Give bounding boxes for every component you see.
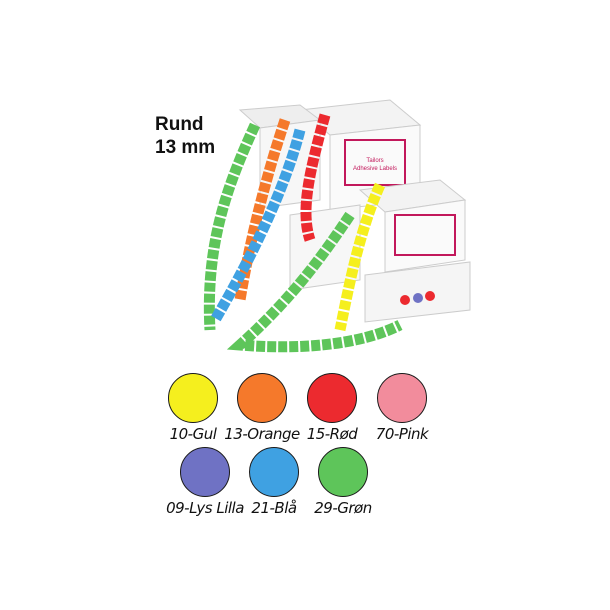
- swatch-label: 29-Grøn: [314, 499, 372, 517]
- box-label: Adhesive Labels: [353, 166, 397, 172]
- size-heading: Rund 13 mm: [155, 113, 215, 159]
- color-swatch: [237, 373, 287, 423]
- box-label: Tailors: [366, 158, 383, 164]
- swatch-label: 10-Gul: [169, 425, 217, 443]
- swatch-label: 13-Orange: [224, 425, 300, 443]
- color-swatch: [249, 447, 299, 497]
- swatch-label: 09-Lys Lilla: [166, 499, 244, 517]
- swatch-label: 15-Rød: [306, 425, 358, 443]
- color-swatch: [377, 373, 427, 423]
- color-swatch: [318, 447, 368, 497]
- color-swatch: [307, 373, 357, 423]
- size-label: 13 mm: [155, 137, 216, 158]
- color-swatch: [168, 373, 218, 423]
- swatch-label: 21-Blå: [251, 499, 297, 517]
- swatch-label: 70-Pink: [375, 425, 429, 443]
- color-swatch: [180, 447, 230, 497]
- label-ribbons: [203, 113, 403, 353]
- shape-label: Rund: [155, 114, 204, 135]
